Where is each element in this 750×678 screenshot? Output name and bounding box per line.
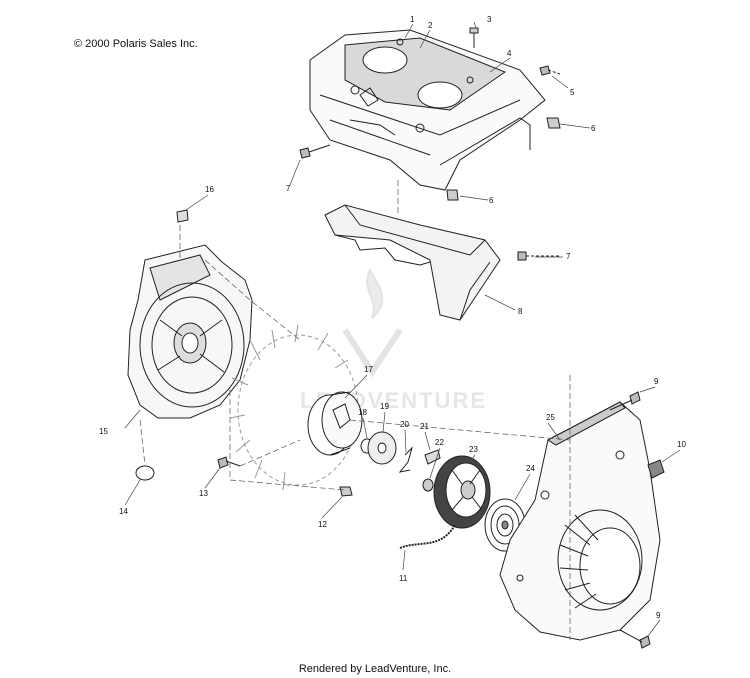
callout-14: 14 — [119, 507, 128, 516]
alignment-lines — [139, 180, 571, 640]
screw-part-3 — [469, 27, 479, 48]
callout-6b: 6 — [489, 196, 494, 205]
screw-part-7a — [299, 144, 331, 159]
callout-22: 22 — [435, 438, 444, 447]
pulley-part-17 — [307, 391, 363, 456]
callout-7b: 7 — [566, 252, 571, 261]
plug-part-14 — [135, 465, 155, 481]
bolt-part-5 — [539, 65, 561, 76]
footer-credit: Rendered by LeadVenture, Inc. — [298, 663, 452, 675]
screw-part-7b — [517, 251, 560, 261]
callout-15: 15 — [99, 427, 108, 436]
bolt-part-9a — [609, 391, 641, 411]
watermark-logo — [342, 267, 403, 378]
starter-rope-part-11 — [399, 524, 456, 549]
recoil-housing-part-25 — [499, 401, 661, 641]
callout-8: 8 — [518, 307, 523, 316]
bolt-part-13 — [217, 456, 241, 469]
rope-reel-part-23 — [433, 455, 491, 529]
grommet-part-6b — [446, 189, 459, 201]
fan-housing-part-15 — [127, 244, 253, 419]
callout-21: 21 — [420, 422, 429, 431]
callout-5: 5 — [570, 88, 575, 97]
bushing-part-22 — [422, 478, 434, 492]
callout-25: 25 — [546, 413, 555, 422]
copyright-notice: © 2000 Polaris Sales Inc. — [74, 38, 198, 50]
spring-part-20 — [398, 446, 414, 473]
callout-24: 24 — [526, 464, 535, 473]
callout-9a: 9 — [654, 377, 659, 386]
grommet-part-6a — [546, 117, 561, 129]
plate-part-19 — [367, 431, 397, 465]
callout-16: 16 — [205, 185, 214, 194]
callout-17: 17 — [364, 365, 373, 374]
callout-7a: 7 — [286, 184, 291, 193]
pawl-part-21 — [424, 449, 441, 465]
callout-1: 1 — [410, 15, 415, 24]
callout-18: 18 — [358, 408, 367, 417]
callout-13: 13 — [199, 489, 208, 498]
bolt-part-9b — [619, 629, 651, 649]
leader-lines — [124, 21, 681, 637]
callout-12: 12 — [318, 520, 327, 529]
nut-part-12 — [339, 486, 353, 497]
callout-2: 2 — [428, 21, 433, 30]
dowel-pin-part-16 — [176, 209, 189, 223]
callout-4: 4 — [507, 49, 512, 58]
callout-23: 23 — [469, 445, 478, 454]
callout-20: 20 — [400, 420, 409, 429]
cap-part-10 — [647, 459, 665, 479]
callout-9b: 9 — [656, 611, 661, 620]
callout-3: 3 — [487, 15, 492, 24]
engine-cover-part-1 — [309, 29, 546, 191]
callout-6a: 6 — [591, 124, 596, 133]
callout-10: 10 — [677, 440, 686, 449]
callout-19: 19 — [380, 402, 389, 411]
callout-11: 11 — [399, 574, 408, 583]
air-duct-part-8 — [324, 204, 501, 321]
